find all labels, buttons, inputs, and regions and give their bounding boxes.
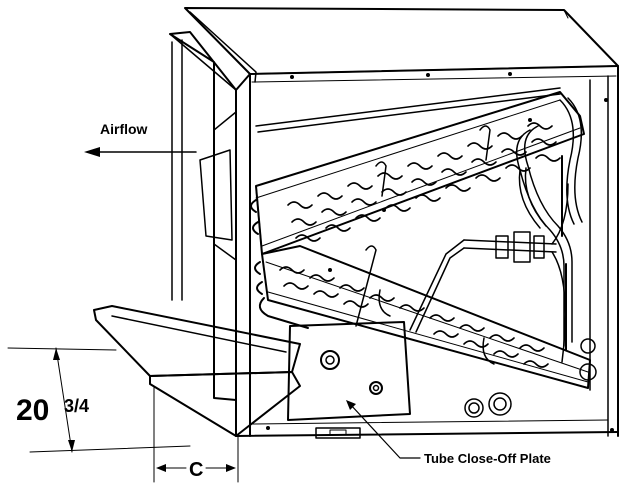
cabinet-top (184, 7, 619, 83)
height-dimension (7, 347, 191, 453)
front-flange (169, 31, 237, 401)
height-dimension-fraction: 3/4 (64, 396, 89, 416)
c-dimension (153, 385, 239, 483)
airflow-label: Airflow (100, 121, 148, 137)
airflow-arrow (84, 147, 197, 157)
tube-plate-leader (346, 400, 421, 459)
refrigerant-piping (355, 97, 597, 418)
coil-return-bends (250, 199, 309, 329)
tube-plate-label: Tube Close-Off Plate (424, 451, 551, 466)
c-dimension-label: C (189, 459, 203, 481)
upper-coil (255, 87, 585, 255)
tube-close-off-plate (287, 321, 411, 439)
cabinet-frame (235, 65, 619, 437)
lower-coil (261, 245, 591, 389)
drain-pan (93, 305, 301, 437)
height-dimension-value: 20 (16, 394, 49, 427)
